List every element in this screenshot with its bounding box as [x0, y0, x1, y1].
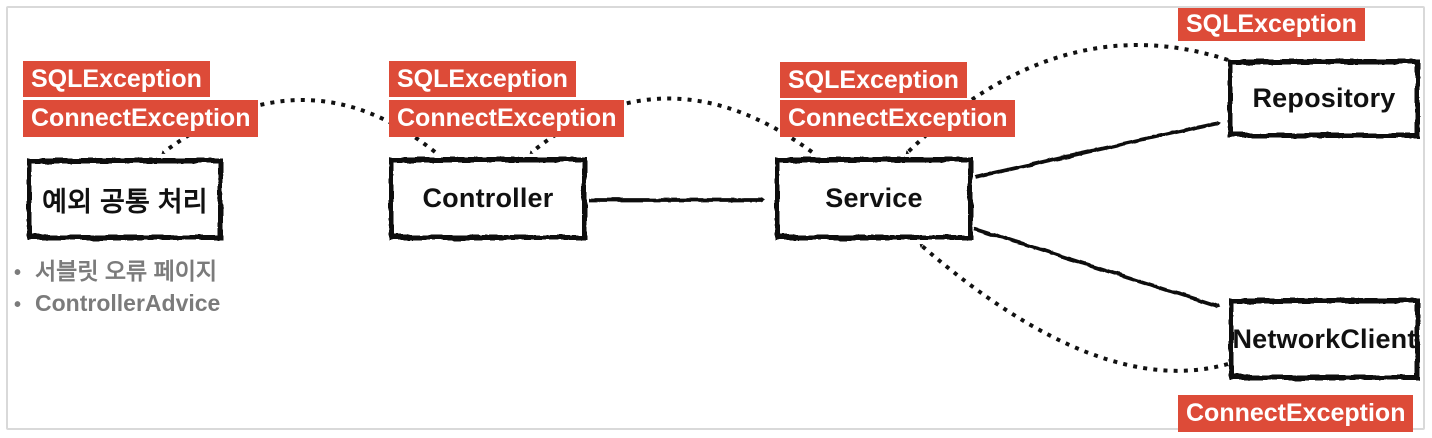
exception-tag-sqlexception-service: SQLException: [780, 62, 967, 98]
exception-tag-sqlexception-controller: SQLException: [389, 61, 576, 97]
exception-tag-connectexception-networkclient: ConnectException: [1178, 395, 1414, 432]
box-controller: Controller: [389, 157, 587, 240]
exception-tag-connectexception-common: ConnectException: [23, 100, 259, 137]
exception-tag-sqlexception-repository: SQLException: [1178, 8, 1365, 41]
note-controller-advice: • ControllerAdvice: [14, 288, 220, 320]
bullet-icon: •: [14, 262, 22, 284]
box-network-client: NetworkClient: [1229, 298, 1420, 380]
exception-tag-connectexception-controller: ConnectException: [389, 100, 625, 137]
exception-arc-service-to-controller: [532, 96, 814, 153]
note-controller-advice-text: ControllerAdvice: [35, 290, 221, 316]
box-repository-label: Repository: [1252, 83, 1396, 113]
exception-arc-networkclient-to-service: [922, 246, 1229, 373]
arrow-service-to-networkclient: [973, 226, 1217, 306]
diagram-border: [6, 6, 1425, 430]
box-network-client-label: NetworkClient: [1232, 323, 1417, 354]
note-servlet-error-page: • 서블릿 오류 페이지: [14, 256, 220, 288]
call-arrows: [588, 123, 1217, 306]
bullet-icon: •: [14, 294, 22, 316]
arrow-service-to-repository: [974, 123, 1217, 179]
exception-flow-arrows: [164, 43, 1229, 373]
box-exception-common-handler: 예외 공통 처리: [27, 158, 223, 240]
exception-tag-sqlexception-common: SQLException: [23, 61, 210, 97]
box-service-label: Service: [825, 183, 923, 213]
note-servlet-error-page-text: 서블릿 오류 페이지: [35, 258, 218, 284]
exception-tag-connectexception-service: ConnectException: [780, 100, 1016, 137]
box-controller-label: Controller: [422, 183, 554, 213]
box-repository: Repository: [1228, 59, 1420, 138]
box-exception-common-handler-label: 예외 공통 처리: [42, 186, 208, 217]
common-handler-notes: • 서블릿 오류 페이지 • ControllerAdvice: [14, 256, 220, 320]
box-service: Service: [775, 157, 973, 240]
